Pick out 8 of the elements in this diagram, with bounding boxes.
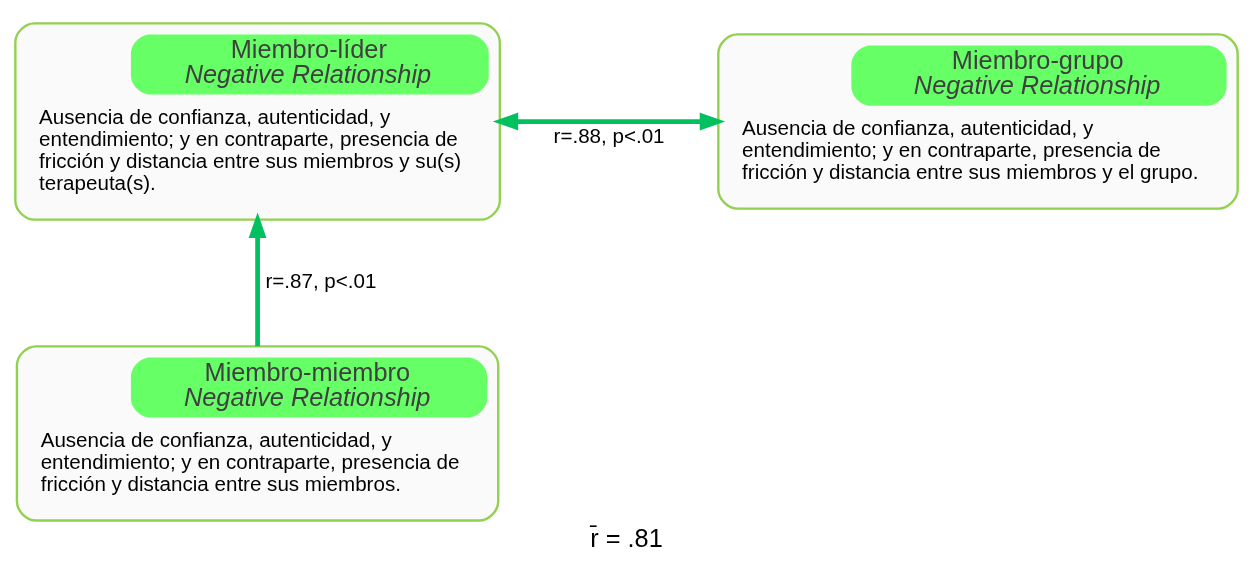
- caption: r̄ = .81: [590, 524, 663, 553]
- node-box: Miembro-líder Negative Relationship Ausencia de confianza, autenticidad, y entendimiento; y en contraparte, presencia de fricción y distancia entre sus miembros y su(s) terapeuta(s).: [14, 22, 501, 221]
- node-box: Miembro-miembro Negative Relationship Ausencia de confianza, autenticidad, y entendimiento; y en contraparte, presencia de fricción y distancia entre sus miembros.: [15, 345, 500, 522]
- node-box: Miembro-grupo Negative Relationship Ausencia de confianza, autenticidad, y entendimiento; y en contraparte, presencia de fricción y distancia entre sus miembros y el grupo.: [717, 33, 1239, 210]
- arrow: [248, 212, 267, 347]
- edge-label: r=.87, p<.01: [265, 269, 377, 293]
- arrow: [492, 112, 726, 131]
- edge-label: r=.88, p<.01: [553, 123, 665, 147]
